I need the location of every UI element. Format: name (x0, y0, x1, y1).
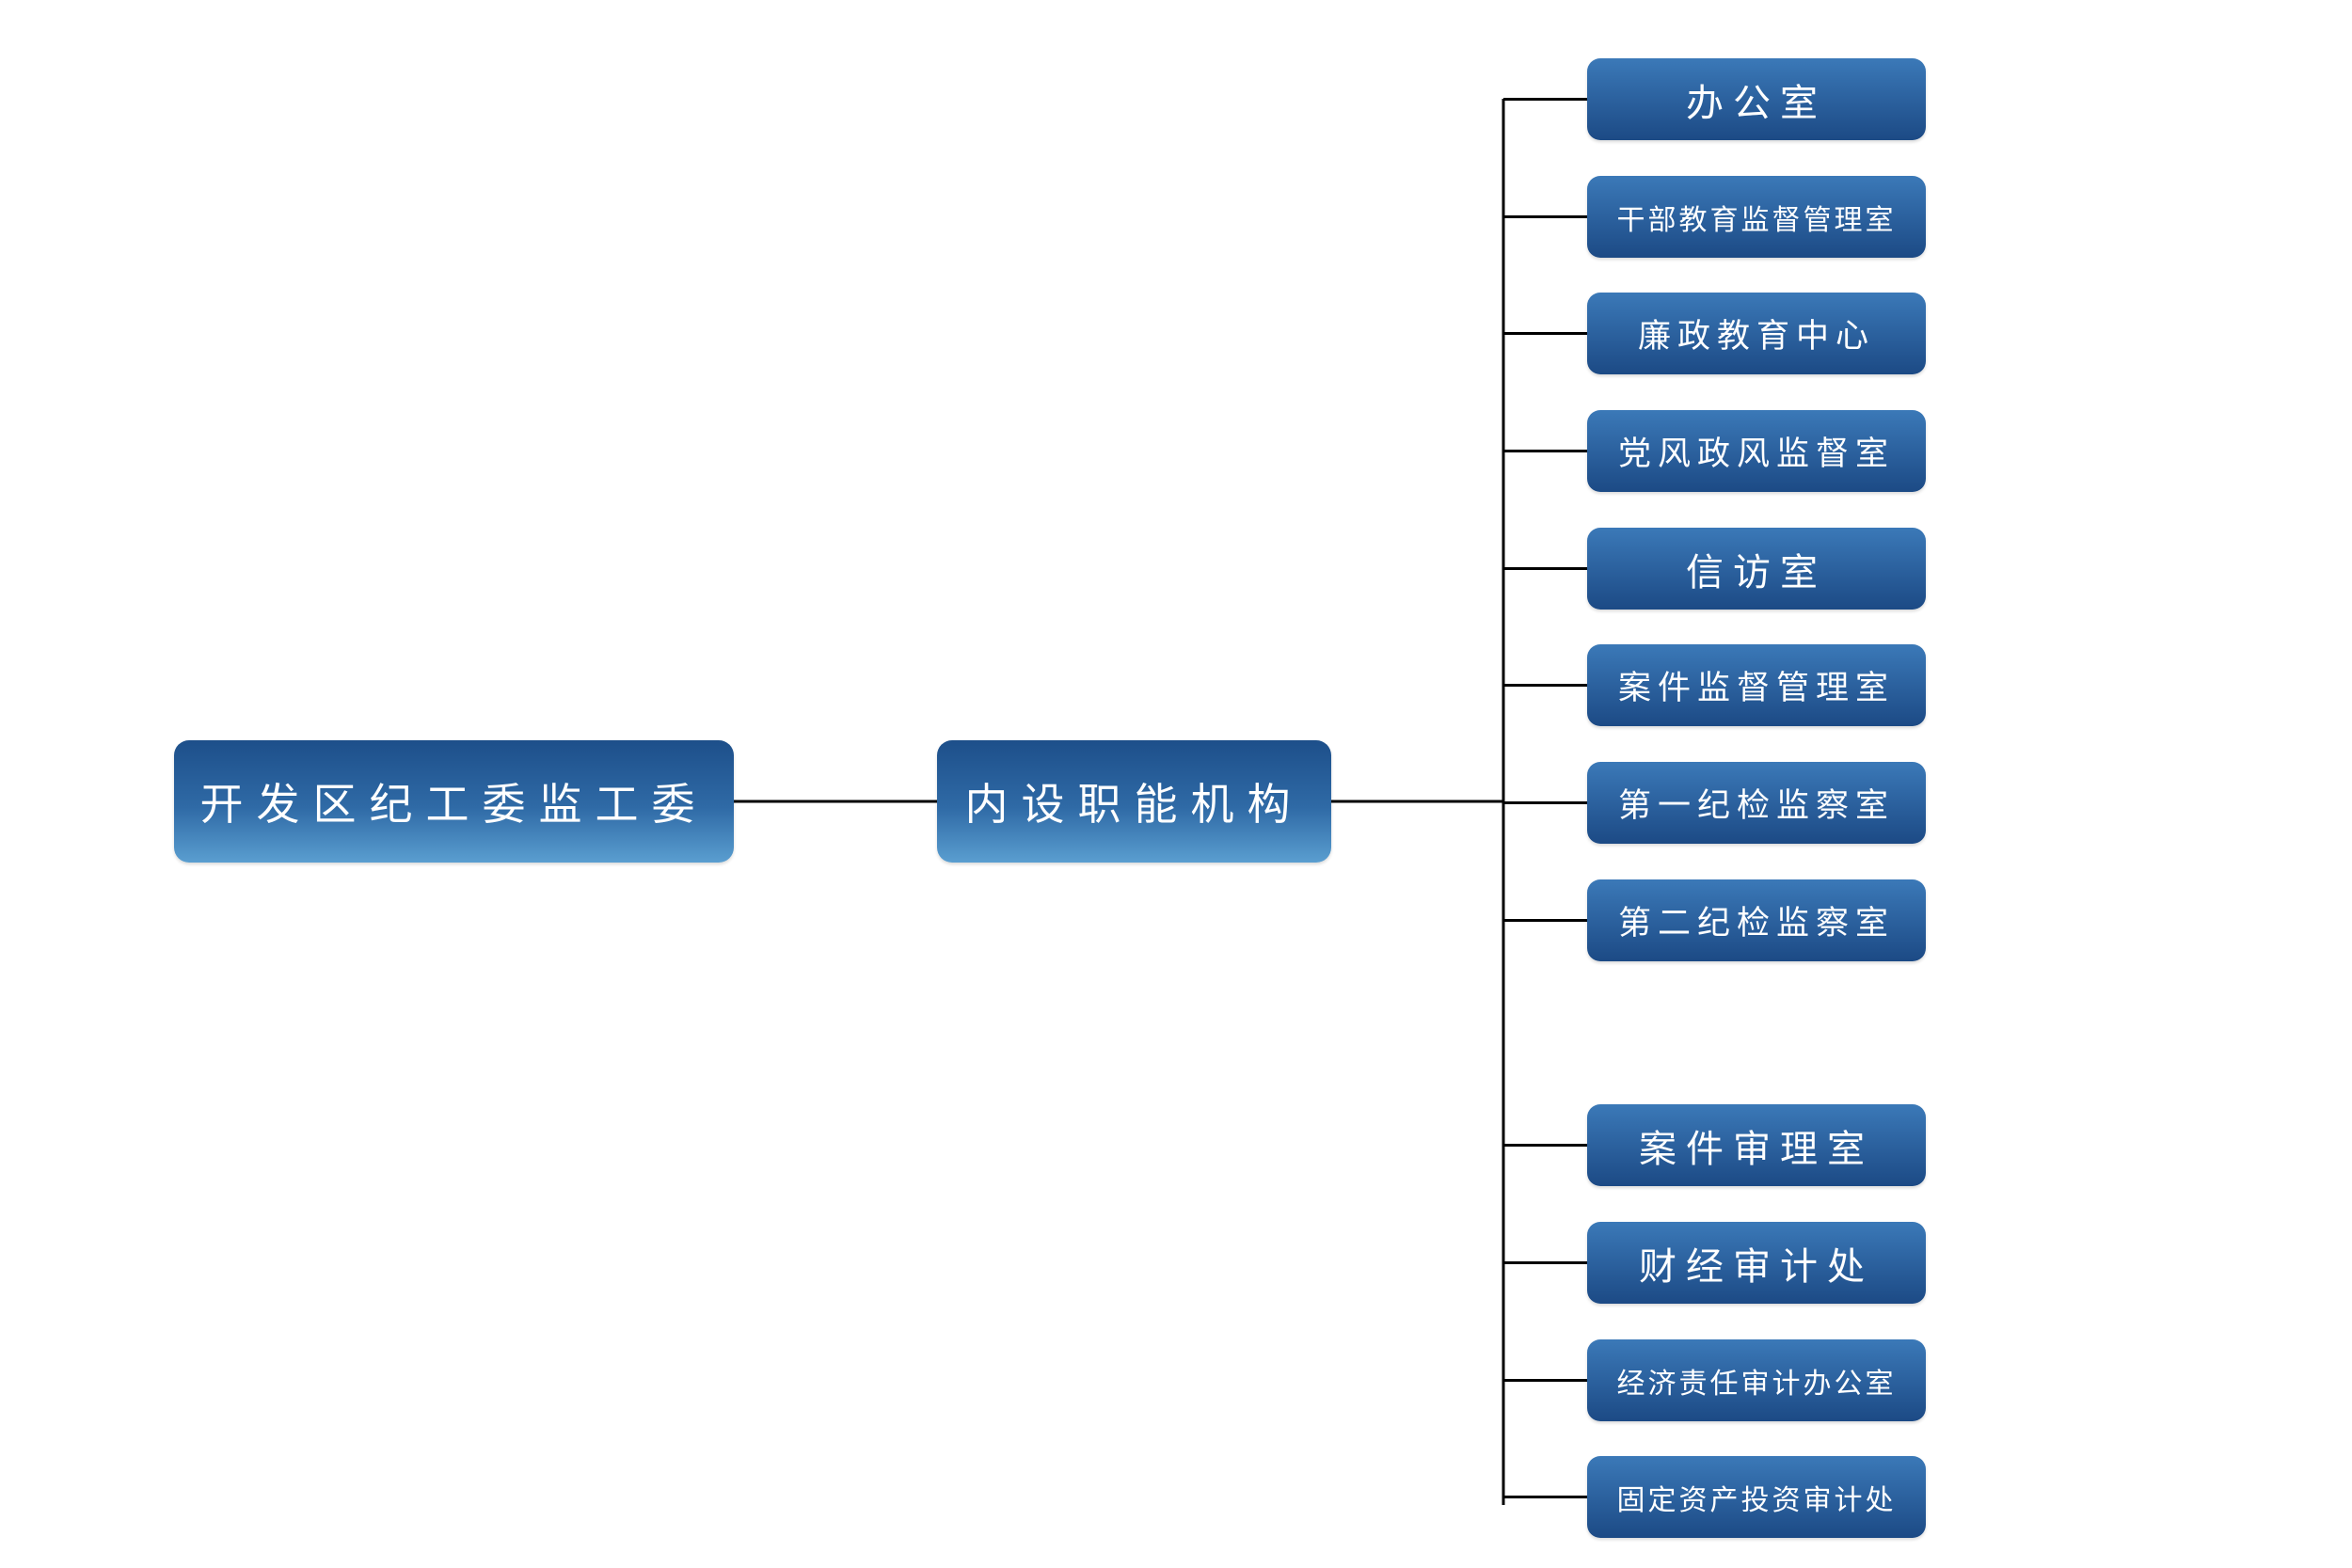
dept-label: 办公室 (1686, 81, 1827, 125)
dept-node-office: 办公室 (1587, 58, 1926, 140)
dept-node-petitions: 信访室 (1587, 528, 1926, 610)
root-node-discipline-committee: 开发区纪工委监工委 (174, 740, 734, 863)
dept-node-economic-responsibility-audit: 经济责任审计办公室 (1587, 1339, 1926, 1421)
dept-label: 固定资产投资审计处 (1616, 1483, 1897, 1517)
dept-node-integrity-education: 廉政教育中心 (1587, 293, 1926, 374)
dept-label: 廉政教育中心 (1637, 318, 1875, 356)
dept-node-party-conduct: 党风政风监督室 (1587, 410, 1926, 492)
dept-label: 案件审理室 (1639, 1127, 1874, 1171)
dept-node-case-review: 案件审理室 (1587, 1104, 1926, 1186)
dept-label: 财经审计处 (1639, 1244, 1874, 1289)
dept-label: 第一纪检监察室 (1617, 787, 1895, 825)
dept-label: 第二纪检监察室 (1617, 905, 1895, 942)
branch-lines (1503, 98, 1587, 1498)
dept-node-cadre-supervision: 干部教育监督管理室 (1587, 176, 1926, 258)
dept-node-finance-audit: 财经审计处 (1587, 1222, 1926, 1304)
dept-label: 案件监督管理室 (1617, 670, 1895, 707)
dept-node-second-inspection: 第二纪检监察室 (1587, 879, 1926, 961)
dept-label: 经济责任审计办公室 (1616, 1367, 1897, 1401)
dept-node-fixed-asset-audit: 固定资产投资审计处 (1587, 1456, 1926, 1538)
dept-label: 信访室 (1686, 550, 1827, 594)
dept-label: 干部教育监督管理室 (1616, 203, 1897, 237)
root-node-label: 开发区纪工委监工委 (199, 779, 708, 830)
dept-label: 党风政风监督室 (1617, 436, 1895, 473)
dept-node-first-inspection: 第一纪检监察室 (1587, 762, 1926, 844)
dept-node-case-supervision: 案件监督管理室 (1587, 644, 1926, 726)
internal-departments-label: 内设职能机构 (964, 779, 1304, 830)
internal-departments-node: 内设职能机构 (937, 740, 1331, 863)
